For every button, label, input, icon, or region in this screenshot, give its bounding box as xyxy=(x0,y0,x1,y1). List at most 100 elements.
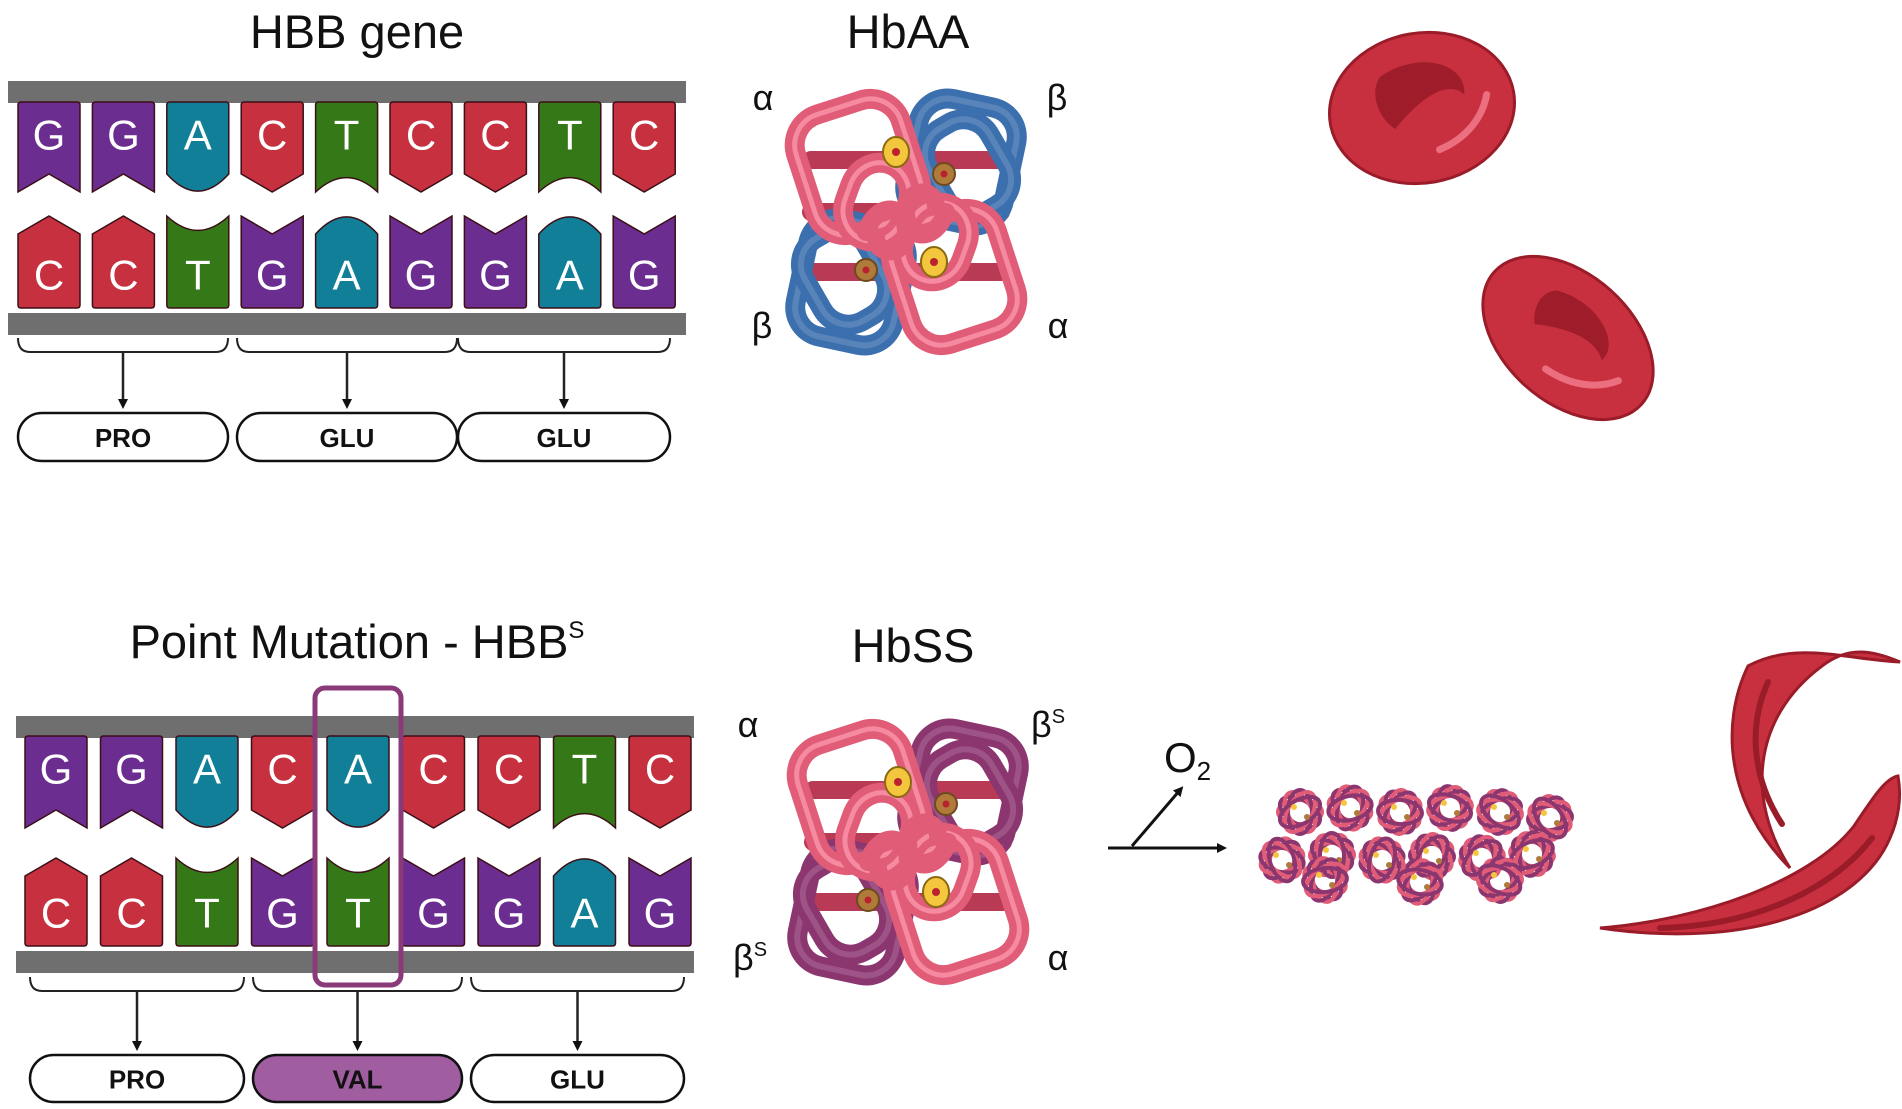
nucleotide-bottom: C xyxy=(17,215,81,309)
nucleotide-top: C xyxy=(250,735,315,829)
nucleotide-bottom: A xyxy=(314,216,379,309)
subunit-label-top-left: α xyxy=(753,77,774,118)
nucleotide-letter: G xyxy=(266,890,299,937)
amino-acid: PRO xyxy=(28,1053,246,1104)
nucleotide-letter: G xyxy=(493,890,526,937)
dna-backbone xyxy=(16,951,694,973)
nucleotide-top: C xyxy=(240,101,304,193)
nucleotide-top: T xyxy=(538,101,602,194)
nucleotide-bottom: A xyxy=(552,858,617,947)
nucleotide-top: A xyxy=(326,735,390,828)
nucleotide-top: C xyxy=(389,101,453,193)
nucleotide-letter: T xyxy=(557,112,583,159)
hbs-molecule xyxy=(1326,784,1374,832)
nucleotide-bottom: G xyxy=(240,214,304,309)
nucleotide-top: T xyxy=(552,735,617,830)
normal-red-blood-cell xyxy=(1327,30,1517,186)
amino-acid-label: GLU xyxy=(550,1065,605,1095)
hemoglobin-tetramer xyxy=(786,718,1030,986)
nucleotide-letter: A xyxy=(184,112,212,159)
nucleotide-top: A xyxy=(166,101,230,192)
dna-backbone xyxy=(8,313,686,335)
nucleotide-top: C xyxy=(628,735,692,829)
nucleotide-letter: G xyxy=(628,252,661,299)
nucleotide-letter: G xyxy=(115,746,148,793)
nucleotide-letter: C xyxy=(116,890,146,937)
nucleotide-letter: A xyxy=(333,252,361,299)
nucleotide-letter: A xyxy=(344,746,372,793)
amino-acid-label: PRO xyxy=(109,1065,165,1095)
hbs-molecule xyxy=(1301,856,1349,904)
nucleotide-letter: C xyxy=(480,112,510,159)
nucleotide-letter: A xyxy=(193,746,221,793)
subunit-label-bottom-right: α xyxy=(1048,305,1069,346)
nucleotide-bottom: G xyxy=(463,214,528,309)
hbs-molecule xyxy=(1508,830,1556,878)
nucleotide-top: C xyxy=(401,735,466,829)
hemoglobin-tetramer xyxy=(784,88,1028,356)
nucleotide-letter: A xyxy=(570,890,598,937)
subunit-labels: α βS βS α xyxy=(733,704,1068,978)
hbs-molecule xyxy=(1426,784,1474,832)
subunit-label-top-right: βS xyxy=(1031,704,1065,745)
nucleotide-bottom: G xyxy=(401,856,466,947)
nucleotide-top: G xyxy=(24,735,88,830)
nucleotide-bottom: C xyxy=(24,857,88,947)
dna-backbone xyxy=(16,716,694,738)
gene-title: HBB gene xyxy=(250,5,464,58)
amino-acid: GLU xyxy=(469,1053,686,1104)
nucleotide-letter: G xyxy=(644,890,677,937)
nucleotide-letter: C xyxy=(34,252,64,299)
codon-brackets xyxy=(29,976,685,1051)
subunit-label-bottom-left: β xyxy=(752,305,773,346)
nucleotide-letter: C xyxy=(267,746,297,793)
nucleotide-letter: C xyxy=(108,252,138,299)
nucleotide-bottom: C xyxy=(91,215,156,309)
amino-acid: PRO xyxy=(16,411,230,463)
nucleotide-top: A xyxy=(175,735,239,828)
nucleotide-bottom: A xyxy=(538,216,602,309)
nucleotide-top: G xyxy=(99,735,164,830)
dna-backbone xyxy=(8,81,686,103)
nucleotide-letter: T xyxy=(194,890,220,937)
subunit-label-bottom-left: βS xyxy=(733,937,767,978)
nucleotide-top: C xyxy=(463,101,528,193)
codon-bracket xyxy=(236,337,458,353)
nucleotide-top: G xyxy=(17,101,81,194)
nucleotide-bottom: G xyxy=(612,214,676,309)
mutation-highlight-box xyxy=(312,685,404,988)
nucleotide-letter: G xyxy=(405,252,438,299)
subunit-label-bottom-right: α xyxy=(1048,937,1069,978)
nucleotide-letter: A xyxy=(556,252,584,299)
hbs-molecule xyxy=(1526,794,1574,842)
subunit-label-top-left: α xyxy=(738,704,759,745)
nucleotide-bottom: T xyxy=(166,214,230,309)
hbs-polymer-fiber xyxy=(1258,784,1574,906)
nucleotide-letter: C xyxy=(629,112,659,159)
nucleotide-letter: G xyxy=(256,252,289,299)
codon-bracket xyxy=(457,337,671,353)
hbs-molecule xyxy=(1476,856,1524,904)
nucleotide-bottom: G xyxy=(477,856,541,947)
nucleotide-letter: C xyxy=(257,112,287,159)
hemoglobin-title: HbAA xyxy=(847,5,970,58)
nucleotide-letter: G xyxy=(40,746,73,793)
nucleotide-letter: T xyxy=(185,252,211,299)
amino-acid-label: PRO xyxy=(95,423,151,453)
amino-acid: GLU xyxy=(456,411,672,463)
sickle-red-blood-cell xyxy=(1730,650,1901,870)
codon-brackets xyxy=(17,337,671,409)
hbs-molecule xyxy=(1276,788,1324,836)
mutation-title: Point Mutation - HBBS xyxy=(130,615,585,668)
nucleotide-letter: C xyxy=(645,746,675,793)
nucleotide-letter: C xyxy=(418,746,448,793)
nucleotide-letter: G xyxy=(107,112,140,159)
amino-acid: GLU xyxy=(235,411,459,463)
hemoglobin-title: HbSS xyxy=(852,619,975,672)
